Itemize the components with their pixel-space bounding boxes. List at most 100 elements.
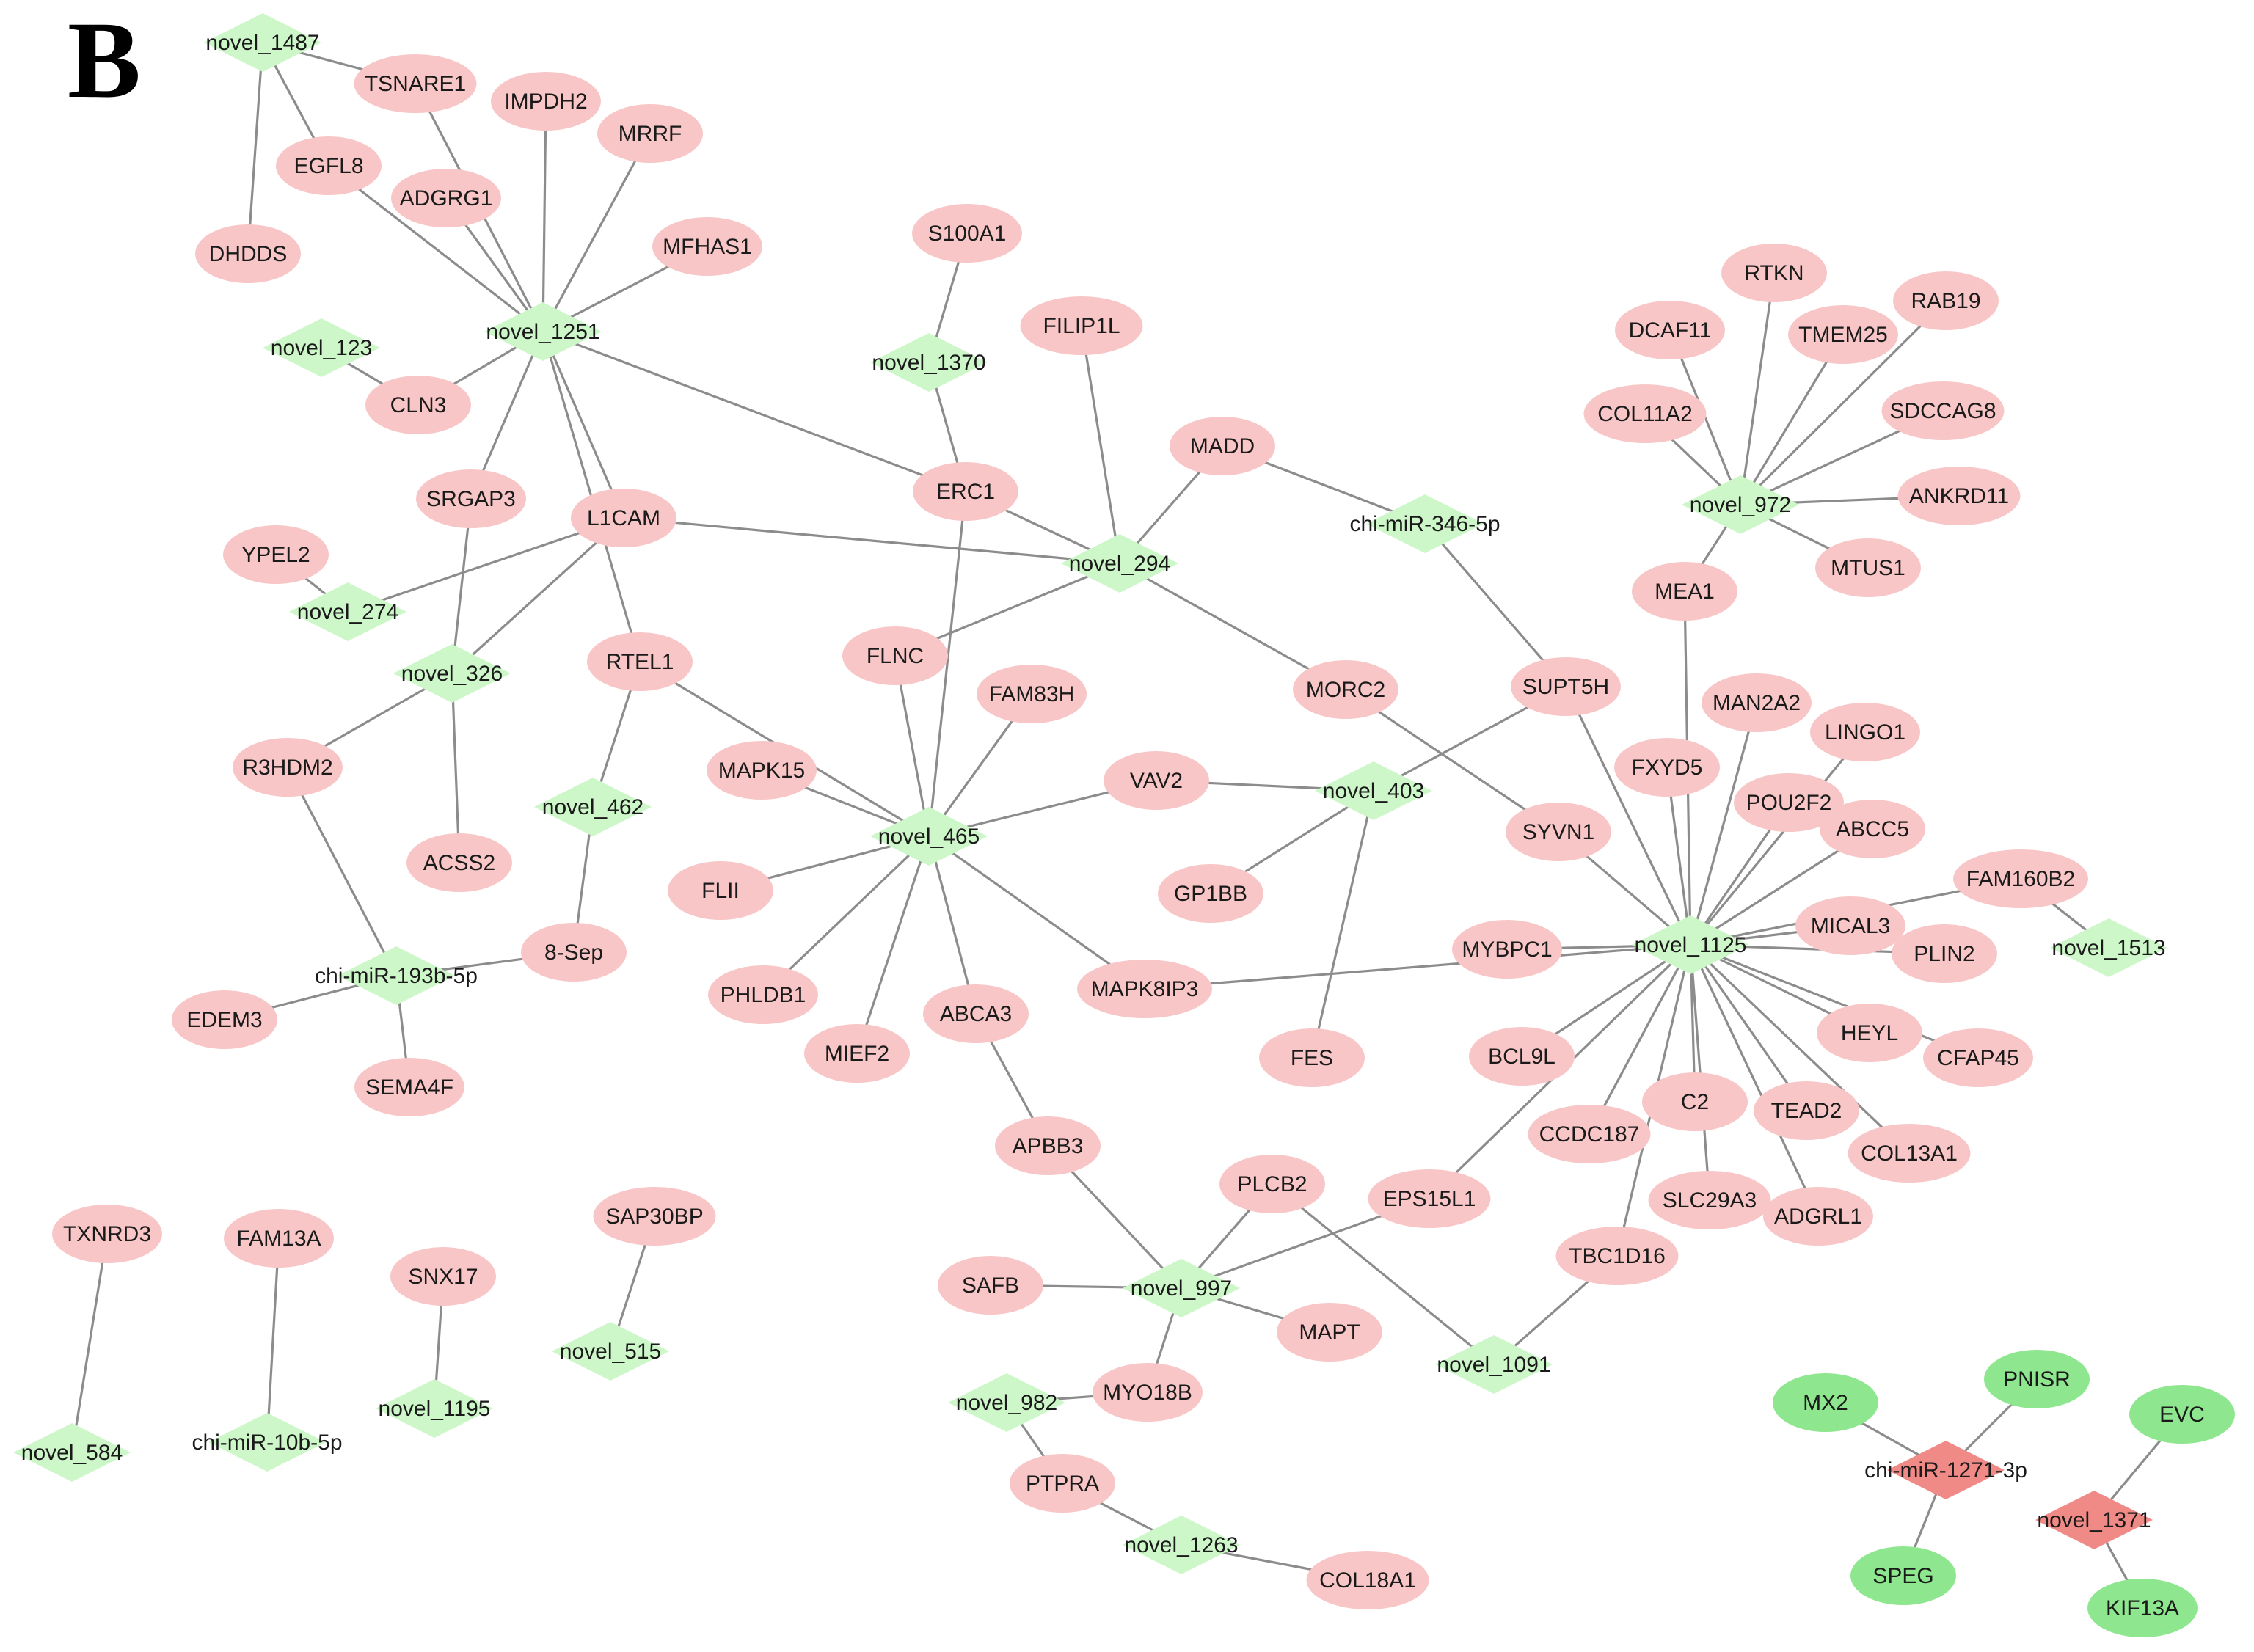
gene-node-col11a2[interactable]: COL11A2	[1583, 384, 1707, 443]
mirna-node-chi-mir-346-5p[interactable]: chi-miR-346-5p	[1349, 494, 1500, 553]
gene-node-supt5h[interactable]: SUPT5H	[1511, 657, 1621, 716]
gene-node-mx2[interactable]: MX2	[1773, 1373, 1878, 1432]
gene-node-col13a1[interactable]: COL13A1	[1848, 1124, 1971, 1183]
gene-node-snx17[interactable]: SNX17	[390, 1247, 496, 1306]
gene-node-sap30bp[interactable]: SAP30BP	[593, 1187, 716, 1246]
gene-node-impdh2[interactable]: IMPDH2	[491, 72, 601, 131]
gene-node-dcaf11[interactable]: DCAF11	[1615, 301, 1725, 359]
gene-node-flii[interactable]: FLII	[668, 861, 773, 920]
gene-node-sema4f[interactable]: SEMA4F	[354, 1058, 464, 1116]
mirna-node-chi-mir-1271-3p[interactable]: chi-miR-1271-3p	[1864, 1441, 2027, 1499]
gene-node-tsnare1[interactable]: TSNARE1	[354, 54, 477, 113]
mirna-node-novel-972[interactable]: novel_972	[1682, 475, 1799, 534]
gene-node-phldb1[interactable]: PHLDB1	[708, 965, 818, 1024]
mirna-node-novel-274[interactable]: novel_274	[289, 582, 406, 641]
gene-node-ankrd11[interactable]: ANKRD11	[1897, 467, 2021, 525]
mirna-node-novel-294[interactable]: novel_294	[1061, 534, 1178, 593]
gene-node-filip1l[interactable]: FILIP1L	[1020, 296, 1143, 355]
gene-node-ypel2[interactable]: YPEL2	[223, 525, 329, 584]
mirna-node-novel-1371[interactable]: novel_1371	[2035, 1491, 2153, 1549]
gene-node-myo18b[interactable]: MYO18B	[1093, 1363, 1203, 1422]
gene-node-mrrf[interactable]: MRRF	[597, 104, 703, 163]
mirna-node-novel-515[interactable]: novel_515	[552, 1322, 669, 1381]
gene-node-l1cam[interactable]: L1CAM	[571, 489, 676, 547]
gene-node-edem3[interactable]: EDEM3	[172, 990, 277, 1049]
gene-node-acss2[interactable]: ACSS2	[406, 833, 512, 892]
gene-node-heyl[interactable]: HEYL	[1817, 1004, 1922, 1062]
gene-node-dhdds[interactable]: DHDDS	[195, 224, 301, 283]
gene-node-mtus1[interactable]: MTUS1	[1815, 538, 1921, 597]
gene-node-fam160b2[interactable]: FAM160B2	[1953, 849, 2088, 908]
gene-node-mapk15[interactable]: MAPK15	[707, 741, 817, 800]
gene-node-cfap45[interactable]: CFAP45	[1923, 1028, 2033, 1087]
gene-node-morc2[interactable]: MORC2	[1293, 660, 1398, 719]
gene-node-rtel1[interactable]: RTEL1	[587, 632, 693, 691]
gene-node-mapt[interactable]: MAPT	[1277, 1303, 1382, 1362]
mirna-node-novel-1125[interactable]: novel_1125	[1632, 915, 1749, 974]
mirna-node-chi-mir-193b-5p[interactable]: chi-miR-193b-5p	[315, 946, 478, 1005]
mirna-node-novel-1513[interactable]: novel_1513	[2050, 918, 2167, 977]
gene-node-abca3[interactable]: ABCA3	[923, 984, 1029, 1043]
gene-node-r3hdm2[interactable]: R3HDM2	[233, 738, 343, 797]
gene-node-flnc[interactable]: FLNC	[842, 626, 948, 685]
gene-node-txnrd3[interactable]: TXNRD3	[52, 1205, 162, 1263]
gene-node-fam13a[interactable]: FAM13A	[224, 1209, 334, 1268]
gene-node-rab19[interactable]: RAB19	[1893, 271, 1999, 330]
gene-node-evc[interactable]: EVC	[2129, 1385, 2235, 1444]
mirna-node-novel-1487[interactable]: novel_1487	[204, 13, 321, 72]
gene-node-plcb2[interactable]: PLCB2	[1219, 1155, 1325, 1213]
gene-node-man2a2[interactable]: MAN2A2	[1702, 673, 1812, 732]
gene-node-syvn1[interactable]: SYVN1	[1506, 803, 1611, 861]
gene-node-eps15l1[interactable]: EPS15L1	[1368, 1169, 1491, 1228]
gene-node-egfl8[interactable]: EGFL8	[276, 136, 382, 195]
gene-node-tbc1d16[interactable]: TBC1D16	[1555, 1227, 1679, 1285]
mirna-node-novel-465[interactable]: novel_465	[870, 807, 988, 866]
gene-node-safb[interactable]: SAFB	[938, 1256, 1043, 1315]
gene-node-speg[interactable]: SPEG	[1850, 1546, 1956, 1605]
gene-node-mfhas1[interactable]: MFHAS1	[652, 217, 762, 276]
gene-node-tead2[interactable]: TEAD2	[1754, 1081, 1859, 1140]
gene-node-fes[interactable]: FES	[1259, 1028, 1365, 1087]
gene-node-col18a1[interactable]: COL18A1	[1306, 1551, 1429, 1609]
gene-node-mea1[interactable]: MEA1	[1632, 562, 1737, 621]
mirna-node-novel-462[interactable]: novel_462	[534, 778, 652, 836]
gene-node-tmem25[interactable]: TMEM25	[1788, 305, 1898, 364]
mirna-node-novel-1251[interactable]: novel_1251	[484, 302, 602, 361]
gene-node-mapk8ip3[interactable]: MAPK8IP3	[1077, 960, 1212, 1018]
gene-node-lingo1[interactable]: LINGO1	[1810, 703, 1920, 761]
gene-node-ccdc187[interactable]: CCDC187	[1528, 1105, 1651, 1163]
gene-node-vav2[interactable]: VAV2	[1104, 751, 1209, 810]
gene-node-mical3[interactable]: MICAL3	[1795, 896, 1905, 955]
gene-node-gp1bb[interactable]: GP1BB	[1158, 864, 1263, 923]
gene-node-apbb3[interactable]: APBB3	[995, 1116, 1101, 1175]
gene-node-pnisr[interactable]: PNISR	[1984, 1350, 2090, 1408]
gene-node-madd[interactable]: MADD	[1170, 417, 1275, 475]
gene-node-rtkn[interactable]: RTKN	[1721, 244, 1827, 302]
gene-node-ptpra[interactable]: PTPRA	[1010, 1454, 1115, 1513]
mirna-node-novel-982[interactable]: novel_982	[948, 1373, 1065, 1432]
gene-node-sdccag8[interactable]: SDCCAG8	[1881, 381, 2005, 440]
gene-node-plin2[interactable]: PLIN2	[1892, 924, 1997, 983]
gene-node-adgrg1[interactable]: ADGRG1	[391, 169, 501, 227]
gene-node-fxyd5[interactable]: FXYD5	[1614, 738, 1720, 797]
gene-node-erc1[interactable]: ERC1	[913, 462, 1018, 521]
gene-node-kif13a[interactable]: KIF13A	[2087, 1579, 2198, 1637]
mirna-node-novel-1091[interactable]: novel_1091	[1435, 1335, 1553, 1394]
mirna-node-novel-1195[interactable]: novel_1195	[376, 1379, 493, 1438]
mirna-node-novel-1370[interactable]: novel_1370	[870, 333, 988, 392]
gene-node-adgrl1[interactable]: ADGRL1	[1763, 1187, 1873, 1246]
gene-node-mybpc1[interactable]: MYBPC1	[1452, 920, 1562, 979]
mirna-node-novel-584[interactable]: novel_584	[13, 1423, 131, 1482]
gene-node-mief2[interactable]: MIEF2	[804, 1024, 910, 1083]
gene-node-8-sep[interactable]: 8-Sep	[521, 923, 627, 982]
mirna-node-novel-403[interactable]: novel_403	[1315, 761, 1432, 820]
gene-node-c2[interactable]: C2	[1642, 1072, 1748, 1131]
mirna-node-novel-326[interactable]: novel_326	[393, 644, 511, 703]
gene-node-srgap3[interactable]: SRGAP3	[416, 469, 526, 528]
gene-node-cln3[interactable]: CLN3	[365, 376, 471, 434]
gene-node-abcc5[interactable]: ABCC5	[1820, 800, 1925, 858]
mirna-node-novel-123[interactable]: novel_123	[263, 318, 380, 377]
mirna-node-novel-1263[interactable]: novel_1263	[1123, 1516, 1240, 1574]
gene-node-pou2f2[interactable]: POU2F2	[1734, 773, 1844, 832]
gene-node-fam83h[interactable]: FAM83H	[977, 665, 1087, 723]
